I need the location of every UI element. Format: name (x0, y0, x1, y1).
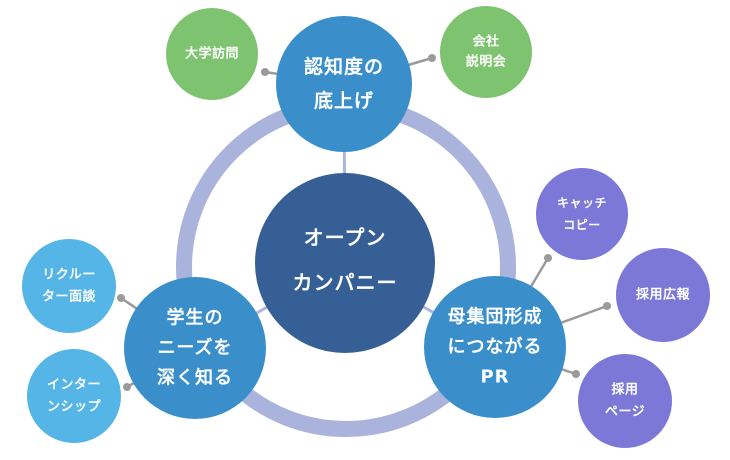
connector-dot (603, 302, 611, 310)
pillar-circle (276, 16, 412, 152)
center-label-line: カンパニー (293, 271, 398, 295)
satellite-circle (440, 6, 532, 98)
satellite-circle (27, 349, 121, 443)
satellite-node-recruiting-pr: 採用広報 (616, 248, 710, 342)
center-label-line: オープン (304, 226, 387, 250)
satellite-internship-label-line: ンシップ (47, 400, 102, 415)
pillar-population-pr-label-line: につながる (448, 336, 543, 358)
satellite-company-briefing-label-line: 会社 (472, 34, 499, 50)
satellite-circle (536, 168, 628, 260)
satellite-recruiting-page-label-line: 採用 (611, 382, 638, 398)
pillar-population-pr-label-line: 母集団形成 (448, 306, 543, 328)
pillar-circle (424, 276, 566, 418)
connector-dot (544, 254, 552, 262)
connector-dot (261, 68, 269, 76)
satellite-company-briefing-label-line: 説明会 (466, 54, 507, 70)
connector-dot (117, 294, 125, 302)
connector-dot (123, 383, 131, 391)
pillar-awareness-label-line: 認知度の (304, 55, 384, 78)
connector-dot (572, 370, 580, 378)
connector-dot (428, 54, 436, 62)
satellite-catch-copy-label-line: キャッチ (557, 196, 607, 210)
satellite-circle (22, 239, 116, 333)
satellite-recruiting-pr-label-line: 採用広報 (636, 287, 691, 303)
pillar-student-needs-label-line: 学生の (167, 307, 224, 329)
satellite-internship-label-line: インター (47, 378, 101, 393)
satellite-circle (578, 354, 672, 448)
satellite-university-visit-label-line: 大学訪問 (185, 46, 239, 62)
center-circle (255, 173, 435, 353)
pillar-student-needs-label-line: 深く知る (157, 367, 233, 389)
satellite-circle (166, 8, 258, 100)
satellite-recruiter-interview-label-line: リクルー (42, 268, 96, 283)
satellite-circle (616, 248, 710, 342)
pillar-student-needs-label-line: ニーズを (157, 337, 232, 359)
satellite-recruiter-interview-label-line: ター面談 (42, 289, 97, 305)
pillar-circle (124, 277, 266, 419)
satellite-recruiting-page-label-line: ページ (605, 405, 645, 420)
pillar-awareness-label-line: 底上げ (314, 89, 374, 112)
pillar-population-pr-label-line: PR (480, 367, 509, 388)
satellite-node-university-visit: 大学訪問 (166, 8, 258, 100)
satellite-catch-copy-label-line: コピー (563, 218, 601, 232)
